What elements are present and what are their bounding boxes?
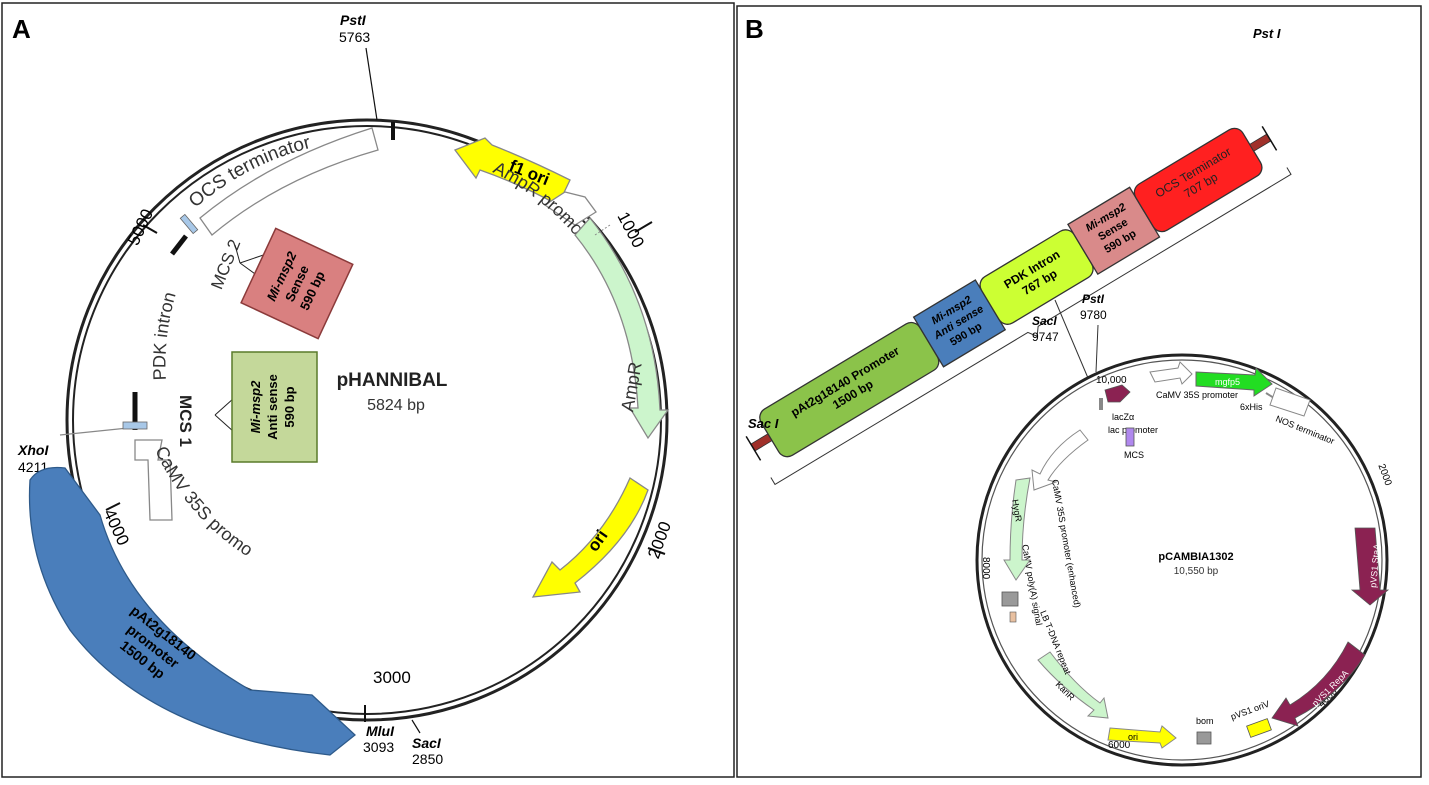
hygr-label: HygR (1010, 499, 1024, 523)
camv-35s-arrow (134, 439, 173, 521)
camv-enhanced-arrow (1031, 429, 1089, 491)
camv-enhanced-label: CaMV 35S promoter (enhanced) (1050, 479, 1082, 609)
mcs2-marker (179, 213, 199, 235)
site-pstI-name: PstI (340, 12, 367, 28)
expression-cassette: pAt2g18140 Promoter 1500 bp Mi-msp2 Anti… (745, 125, 1292, 486)
panel-b: B pAt2g18140 Promoter 1500 bp Mi-msp2 An… (736, 5, 1422, 778)
pvs1-staa-arrow (1350, 527, 1390, 606)
mgfp5-label: mgfp5 (1215, 377, 1240, 387)
mcs1-label: MCS 1 (176, 395, 195, 447)
pHANNIBAL-size: 5824 bp (367, 397, 425, 414)
mcs1-marker (122, 421, 148, 430)
site-mluI-pos: 3093 (363, 739, 394, 755)
camv35s-b-label: CaMV 35S promoter (1156, 390, 1238, 400)
sense-box: Mi-msp2 Sense 590 bp (240, 227, 354, 340)
panel-b-letter: B (745, 14, 764, 44)
lac-marker (1099, 398, 1103, 410)
hygr-arrow (1003, 477, 1031, 581)
polya-marker (1001, 591, 1019, 607)
site-b-sacI-pos: 9747 (1032, 330, 1059, 344)
panel-a-frame (1, 2, 735, 778)
camv35s-b-arrow (1149, 361, 1193, 385)
tick-label-3000: 3000 (373, 668, 411, 687)
mcs-marker (1125, 427, 1135, 447)
mcs-label: MCS (1124, 450, 1144, 460)
ori-b-arrow (1107, 725, 1177, 749)
pHANNIBAL-backbone-outer (65, 118, 669, 722)
lacZa-arrow (1104, 384, 1131, 403)
cassette-bracket (770, 167, 1292, 486)
site-mluI-name: MluI (366, 723, 395, 739)
pvs1-oriv-marker (1246, 718, 1272, 738)
lacZa-label: lacZα (1112, 412, 1134, 422)
ocs-terminator-arrow (199, 127, 379, 236)
antisense-box-line3: 590 bp (282, 386, 297, 427)
tick-mark-4000 (105, 502, 121, 511)
cassette-pstI-label: Pst I (1253, 26, 1281, 41)
site-pstI-pos: 5763 (339, 29, 370, 45)
ampr-divider (594, 224, 611, 236)
ampr-arrow (574, 216, 670, 440)
pCAMBIA-backbone-outer (975, 353, 1389, 767)
antisense-box (231, 351, 318, 463)
lb-marker (1009, 611, 1017, 623)
tick-mark-5000 (142, 224, 158, 234)
cassette-sacI-label: Sac I (748, 416, 779, 431)
mcs2-bar (170, 234, 188, 256)
antisense-box-line2: Anti sense (265, 374, 280, 440)
pCAMBIA-backbone-inner (981, 359, 1383, 761)
pdk-intron-label: PDK intron (149, 290, 179, 381)
pAt2g18140-promoter-arc (28, 466, 356, 756)
mcs2-pointer-line-1 (234, 244, 241, 264)
site-b-pstI-pos: 9780 (1080, 308, 1107, 322)
site-pstI-line (365, 47, 378, 121)
panel-a: A 1000 2000 3000 4000 5000 PstI 5763 Xho… (0, 0, 735, 778)
cassette-left-cut (745, 436, 762, 461)
tick-b-2000: 2000 (1375, 463, 1393, 488)
polya-label: CaMV poly(A) signal (1020, 544, 1044, 627)
site-b-pstI-name: PstI (1082, 292, 1105, 306)
pHANNIBAL-name: pHANNIBAL (337, 370, 448, 391)
ampr-promoter-arrow (543, 191, 597, 226)
antisense-box-line1: Mi-msp2 (248, 380, 263, 434)
panel-b-frame (736, 5, 1422, 778)
tick-b-8000: 8000 (980, 557, 991, 580)
site-sacI-line (411, 719, 421, 734)
site-sacI-pos: 2850 (412, 751, 443, 767)
ori-b-label: ori (1128, 732, 1138, 742)
site-xhoI-name: XhoI (17, 442, 49, 458)
cassette-right-cut (1261, 125, 1278, 151)
tick-mark-1000 (634, 221, 653, 233)
pvs1-repa-arrow (1271, 641, 1366, 727)
site-xhoI-line (59, 427, 129, 436)
pCAMBIA-name: pCAMBIA1302 (1158, 551, 1233, 563)
tick-b-6000: 6000 (1108, 740, 1131, 751)
pCAMBIA-size: 10,550 bp (1174, 566, 1219, 577)
cassette-connector-line (1054, 299, 1089, 379)
pvs1-staa-label: pVS1 StaA (1368, 543, 1382, 588)
tick-label-5000: 5000 (124, 206, 157, 248)
tick-mark-2000 (647, 547, 666, 555)
mcs2-label: MCS 2 (207, 237, 244, 292)
bom-marker (1196, 731, 1212, 745)
tick-b-10000: 10,000 (1096, 375, 1127, 386)
antisense-box-text: Mi-msp2 Anti sense 590 bp (248, 374, 297, 440)
kanr-arrow (1037, 651, 1109, 719)
nos-arrow (1269, 387, 1311, 417)
sense-box-rect (240, 227, 354, 340)
tick-label-1000: 1000 (613, 209, 648, 251)
site-b-sacI-name: SacI (1032, 314, 1057, 328)
site-sacI-name: SacI (412, 735, 442, 751)
bom-label: bom (1196, 716, 1214, 726)
site-b-pstI-line (1095, 324, 1099, 373)
his-label: 6xHis (1240, 402, 1263, 412)
nos-label: NOS terminator (1274, 414, 1336, 447)
mgfp5-arrow (1195, 366, 1273, 397)
ori-arrow (531, 477, 649, 598)
panel-a-letter: A (12, 14, 31, 44)
pvs1-oriv-label: pVS1 oriV (1229, 699, 1271, 722)
